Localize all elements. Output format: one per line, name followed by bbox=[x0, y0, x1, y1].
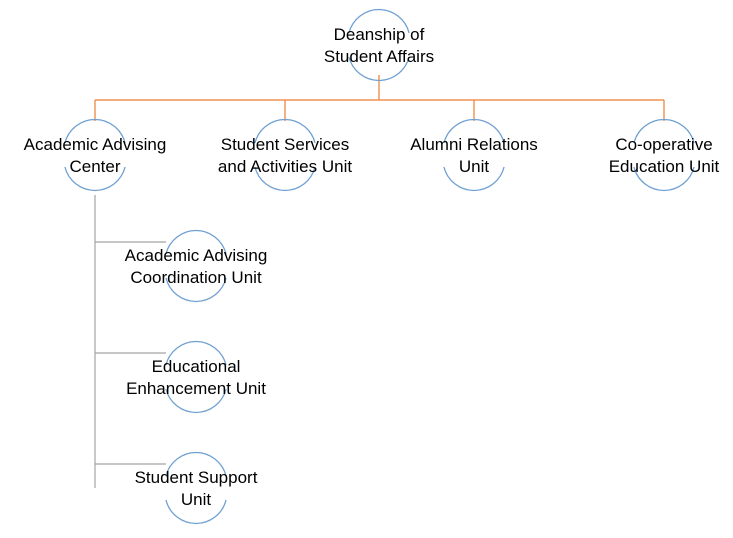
org-node-label-line-2: and Activities Unit bbox=[218, 157, 352, 176]
org-node-label-line-2: Unit bbox=[181, 490, 212, 509]
org-node-deanship: Deanship of Student Affairs bbox=[324, 8, 434, 82]
org-node-student-services-activities: Student Services and Activities Unit bbox=[218, 118, 352, 192]
org-node-label-line-1: Alumni Relations bbox=[410, 135, 538, 154]
org-node-label-line-2: Enhancement Unit bbox=[126, 379, 266, 398]
org-node-label-line-2: Coordination Unit bbox=[130, 268, 262, 287]
node-bottom-arc bbox=[633, 166, 695, 192]
node-bottom-arc bbox=[348, 56, 410, 82]
org-node-label-line-2: Student Affairs bbox=[324, 47, 434, 66]
node-bottom-arc bbox=[443, 166, 505, 192]
node-top-arc bbox=[443, 118, 505, 144]
org-node-label-line-1: Student Services bbox=[221, 135, 350, 154]
org-node-label-line-2: Center bbox=[69, 157, 120, 176]
org-node-label-line-1: Co-operative bbox=[615, 135, 712, 154]
org-node-label-line-1: Deanship of bbox=[334, 25, 425, 44]
org-node-label-line-2: Education Unit bbox=[609, 157, 720, 176]
node-top-arc bbox=[348, 8, 410, 34]
node-bottom-arc bbox=[165, 277, 227, 303]
node-top-arc bbox=[64, 118, 126, 144]
node-bottom-arc bbox=[165, 499, 227, 525]
org-node-label-line-1: Student Support bbox=[135, 468, 258, 487]
node-bottom-arc bbox=[254, 166, 316, 192]
org-node-label-line-1: Educational bbox=[152, 357, 241, 376]
org-node-label-line-2: Unit bbox=[459, 157, 490, 176]
node-top-arc bbox=[254, 118, 316, 144]
node-top-arc bbox=[165, 229, 227, 255]
org-node-label-line-1: Academic Advising bbox=[24, 135, 167, 154]
node-top-arc bbox=[165, 451, 227, 477]
org-node-label-line-1: Academic Advising bbox=[125, 246, 268, 265]
node-bottom-arc bbox=[165, 388, 227, 414]
node-top-arc bbox=[165, 340, 227, 366]
connector-lines bbox=[94, 75, 665, 488]
node-top-arc bbox=[633, 118, 695, 144]
node-bottom-arc bbox=[64, 166, 126, 192]
